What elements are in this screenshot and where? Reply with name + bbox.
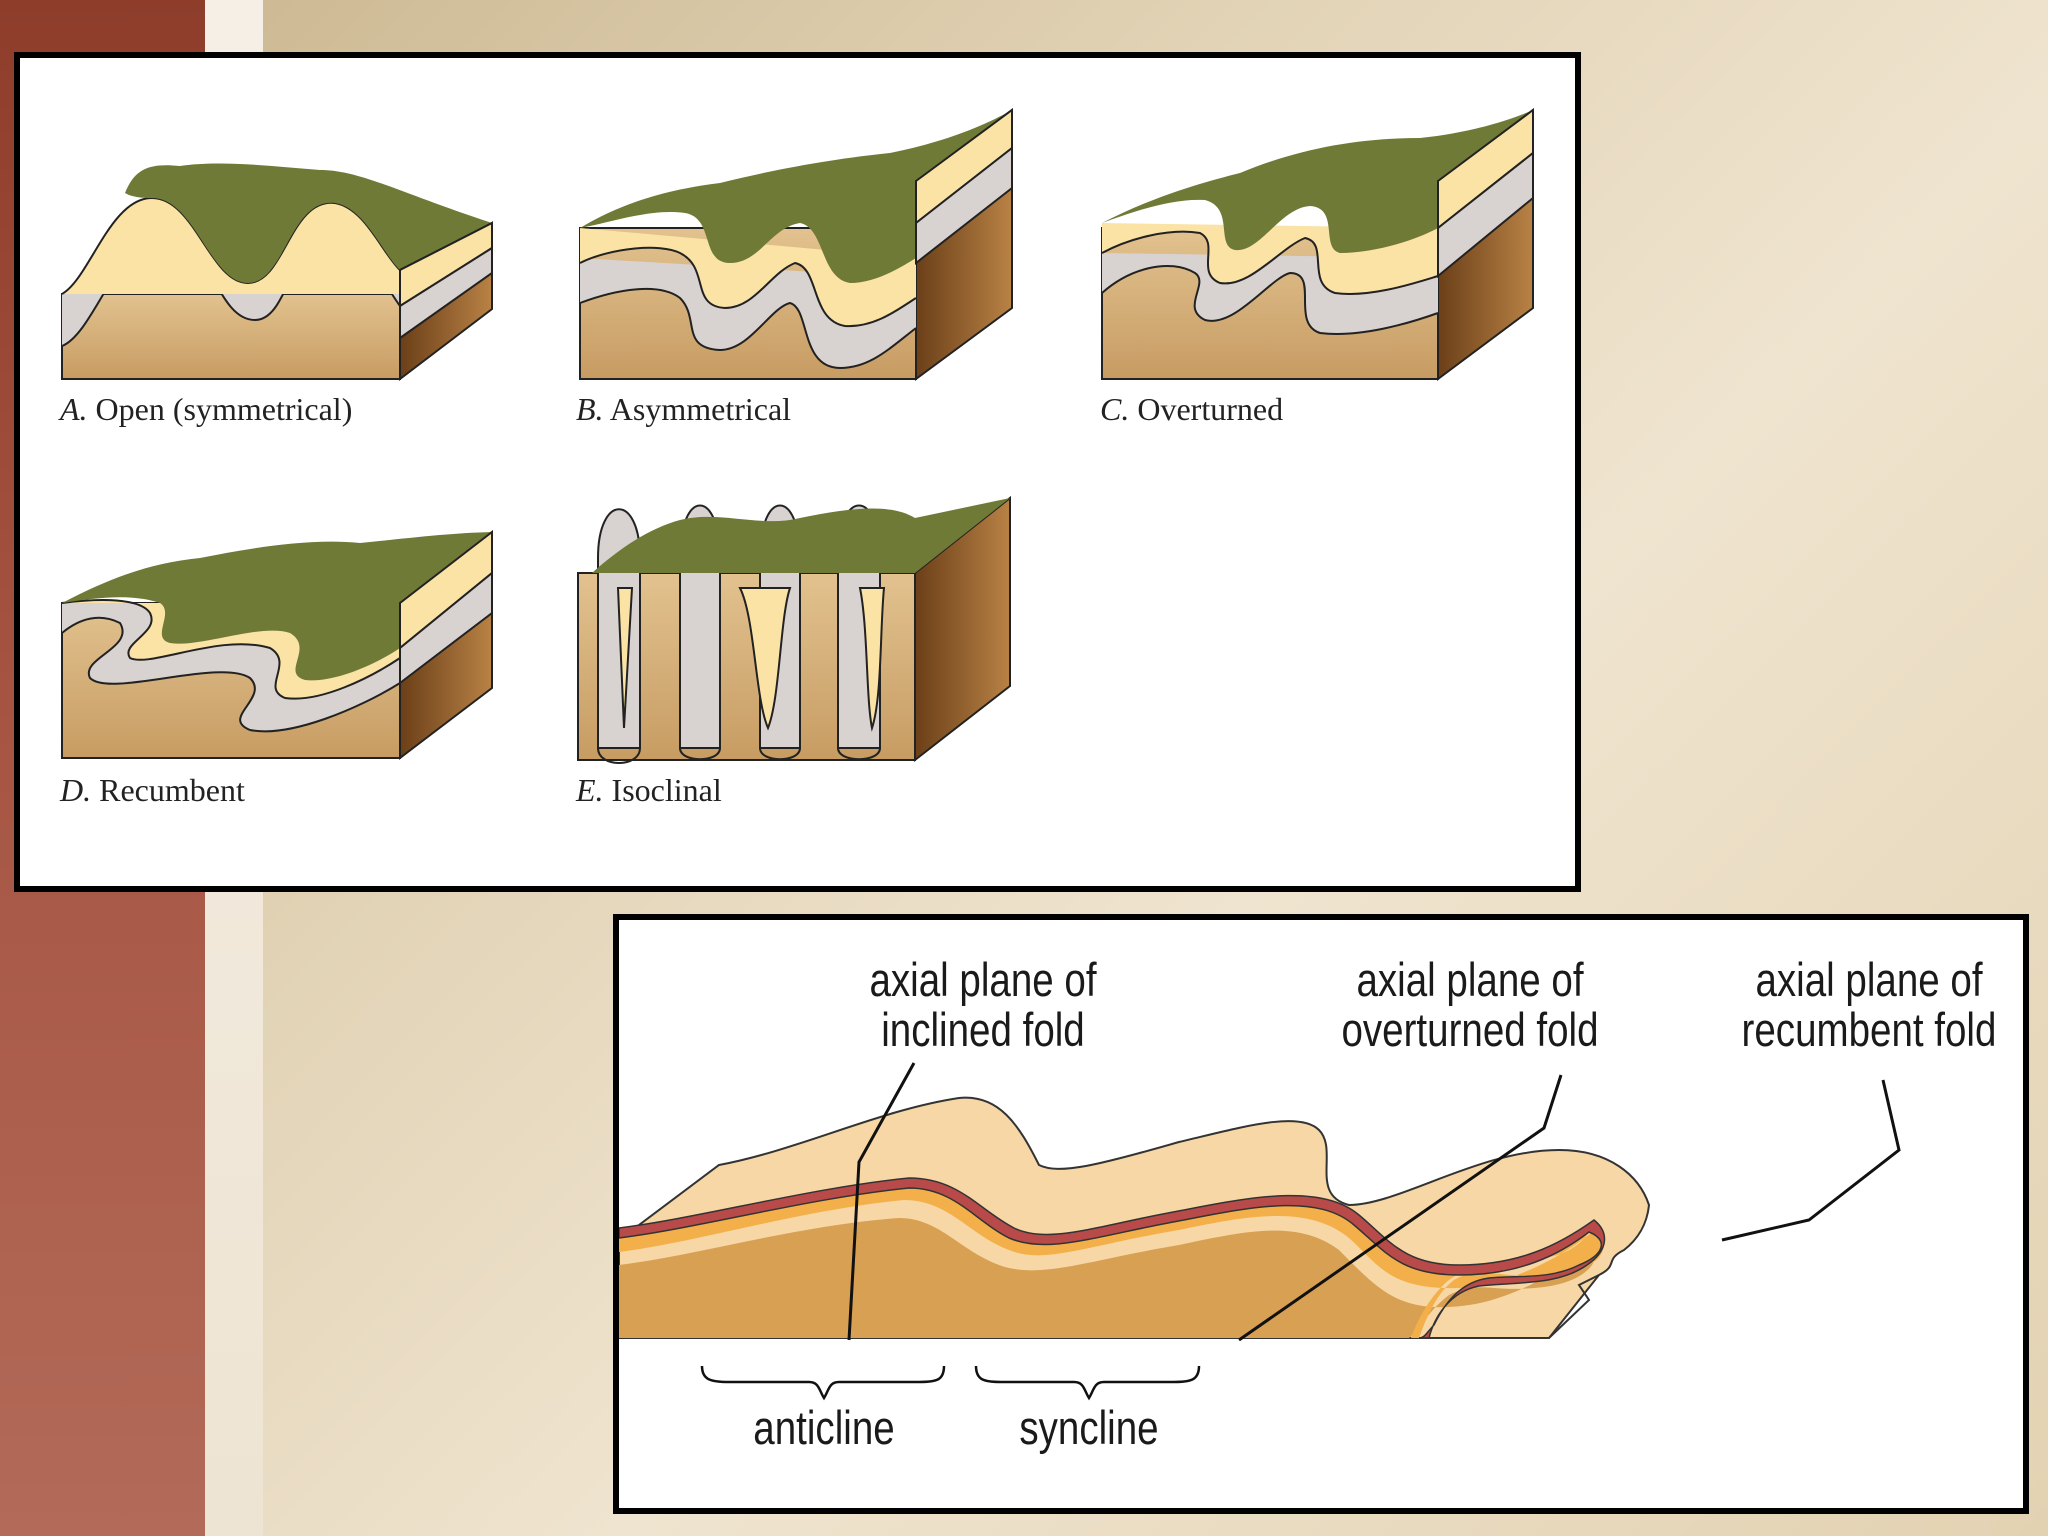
block-recumbent [61,529,493,761]
axial-plane-figure: axial plane of inclined fold axial plane… [613,914,2029,1514]
label-overturned-line1: axial plane of [1356,954,1583,1006]
block-open-symmetrical [61,163,493,382]
axial-plane-svg: axial plane of inclined fold axial plane… [619,954,1997,1455]
axial-plane-recumbent-line [1721,1079,1901,1242]
label-recumbent-line2: recumbent fold [1742,1004,1997,1056]
caption-overturned: C. Overturned [1100,391,1284,427]
fold-types-figure: A. Open (symmetrical) B. Asymmetrical C.… [14,52,1581,892]
fold-cross-section [619,1096,1651,1339]
block-overturned [1101,108,1534,381]
axial-plane-lines [847,1062,1901,1342]
braces [700,1365,1201,1401]
block-asymmetrical [579,108,1013,381]
label-inclined-line2: inclined fold [881,1004,1085,1056]
label-inclined-line1: axial plane of [869,954,1096,1006]
axial-plane-overturned-line [1238,1074,1563,1342]
axial-plane-inclined-line [847,1062,916,1341]
fold-blocks-svg [61,108,1534,764]
label-anticline: anticline [753,1402,894,1454]
syncline-brace [974,1365,1201,1401]
caption-open-symmetrical: A. Open (symmetrical) [60,391,353,427]
label-recumbent-line1: axial plane of [1755,954,1982,1006]
label-overturned-line2: overturned fold [1341,1004,1598,1056]
caption-asymmetrical: B. Asymmetrical [576,391,792,427]
anticline-brace [700,1365,946,1401]
caption-recumbent: D. Recumbent [60,772,245,808]
block-isoclinal [577,495,1011,764]
caption-isoclinal: E. Isoclinal [576,772,722,808]
label-syncline: syncline [1019,1402,1158,1454]
